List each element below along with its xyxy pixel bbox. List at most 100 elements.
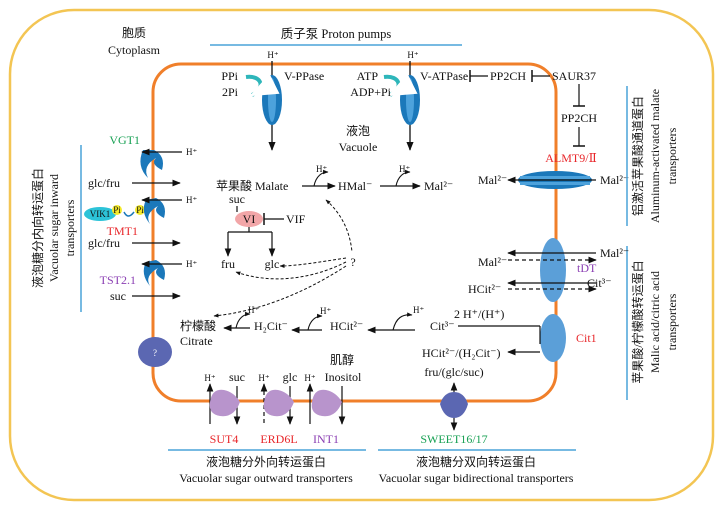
two-pi-label: 2Pi: [222, 85, 239, 99]
vacuole-label-en: Vacuole: [339, 140, 378, 154]
vif-label: VIF: [286, 212, 306, 226]
vatpase-atp-arrow: [383, 73, 418, 97]
vi-enzyme: [235, 211, 263, 227]
adp-label: ADP+Pi: [350, 85, 391, 99]
svg-text:H⁺: H⁺: [248, 305, 259, 315]
vgt1-label: VGT1: [109, 133, 140, 147]
cell-outline: [8, 8, 715, 502]
cit3-label: Cit³⁻: [430, 319, 455, 333]
inward-title-en2: transporters: [63, 199, 77, 256]
cit1-label: Cit1: [576, 331, 597, 345]
bidirectional-title-en: Vacuolar sugar bidirectional transporter…: [379, 471, 574, 485]
citrate-zh-label: 柠檬酸: [180, 318, 216, 333]
svg-text:H⁺: H⁺: [399, 164, 410, 174]
glc-label: glc: [265, 257, 280, 271]
almt-title-en1: Aluminum-activated malate: [648, 89, 662, 223]
hcit-label: HCit²⁻: [330, 319, 363, 333]
malate-label: 苹果酸 Malate: [216, 178, 288, 193]
vgt1-proton: H⁺: [186, 147, 197, 157]
fru-label: fru: [221, 257, 235, 271]
vppase-label: V-PPase: [284, 69, 324, 83]
tmt1-proton: H⁺: [186, 195, 197, 205]
sut4-proton: H⁺: [204, 373, 215, 383]
bidirectional-title-zh: 液泡糖分双向转运蛋白: [416, 454, 536, 469]
erd6l-label: ERD6L: [260, 432, 297, 446]
svg-text:Pi: Pi: [136, 205, 144, 215]
sut4-suc: suc: [229, 370, 245, 384]
unknown-node: ?: [350, 255, 355, 269]
hcit-h2cit-label: HCit²⁻/(H₂Cit⁻): [422, 346, 500, 360]
h2cit-label: H₂Cit⁻: [254, 319, 288, 333]
citrate-en-label: Citrate: [180, 334, 213, 348]
sweet-sugar-label: fru/(glc/suc): [424, 365, 483, 379]
int1-proton: H⁺: [304, 373, 315, 383]
almt-mal-left: Mal²⁻: [478, 173, 507, 187]
sut4-transporter: [209, 389, 240, 417]
malic-citric-title-zh: 苹果酸/柠檬酸转运蛋白: [630, 260, 645, 383]
unknown-transporter: [138, 337, 172, 367]
vi-suc-label: suc: [229, 192, 245, 206]
vik1-kinase: [84, 207, 116, 221]
outward-title-zh: 液泡糖分外向转运蛋白: [206, 454, 326, 469]
vi-label: VI: [243, 212, 256, 226]
tmt1-label: TMT1: [107, 224, 138, 238]
almt-title-en2: transporters: [665, 127, 679, 184]
tst21-suc-label: suc: [110, 289, 126, 303]
tdt-mal-right: Mal²⁻: [600, 246, 629, 260]
outward-title-en: Vacuolar sugar outward transporters: [179, 471, 353, 485]
ppi-label: PPi: [221, 69, 238, 83]
pp2ch-bottom-label: PP2CH: [561, 111, 597, 125]
unknown-to-citrate-dashed: [213, 265, 347, 318]
vacuole-membrane: [151, 62, 558, 403]
unknown-to-glc-dashed: [279, 257, 347, 268]
two-h-label: 2 H⁺/(H⁺): [454, 307, 504, 321]
hmal-label: HMal⁻: [338, 179, 372, 193]
tmt1-sugar-label: glc/fru: [88, 236, 120, 250]
tdt-label: tDT: [577, 261, 597, 275]
proton-pumps-title: 质子泵 Proton pumps: [281, 27, 392, 41]
cit1-transporter: [540, 314, 566, 362]
int1-label: INT1: [313, 432, 339, 446]
sut4-label: SUT4: [210, 432, 239, 446]
erd6l-proton: H⁺: [258, 373, 269, 383]
mal-label-center: Mal²⁻: [424, 179, 453, 193]
tdt-hcit-label: HCit²⁻: [468, 282, 501, 296]
vppase-ppi-arrow: [245, 73, 280, 97]
svg-text:Pi: Pi: [113, 205, 121, 215]
erd6l-transporter: [263, 389, 294, 417]
almt9-label: ALMT9/Ⅱ: [545, 151, 597, 165]
sweet-transporter: [440, 392, 468, 418]
inward-title-zh: 液泡糖分内向转运蛋白: [30, 168, 45, 288]
inositol-zh-label: 肌醇: [330, 352, 354, 367]
inward-title-en1: Vacuolar sugar inward: [47, 174, 61, 282]
vatpase-proton: H⁺: [407, 50, 418, 60]
almt-title-zh: 铝激活苹果酸通道蛋白: [630, 96, 645, 216]
saur37-label: SAUR37: [552, 69, 596, 83]
sweet-label: SWEET16/17: [420, 432, 487, 446]
pi-marker-right: [135, 205, 145, 215]
vacuole-label-zh: 液泡: [346, 123, 370, 138]
tst21-proton: H⁺: [186, 259, 197, 269]
svg-text:H⁺: H⁺: [320, 306, 331, 316]
malic-citric-title-en2: transporters: [665, 293, 679, 350]
vik1-label: VIK1: [90, 209, 111, 219]
cytoplasm-label-zh: 胞质: [122, 26, 146, 40]
tmt1-transporter: [143, 198, 165, 224]
unknown-transporter-label: ?: [153, 348, 157, 358]
almt-mal-right: Mal²⁻: [600, 173, 629, 187]
vgt1-sugar-label: glc/fru: [88, 176, 120, 190]
svg-text:H⁺: H⁺: [413, 305, 424, 315]
int1-transporter: [311, 389, 342, 417]
pp2ch-top-label: PP2CH: [490, 69, 526, 83]
malate-unknown-dashed: [325, 199, 353, 253]
vatpase-label: V-ATPase: [420, 69, 468, 83]
pi-marker-left: [112, 205, 122, 215]
tdt-transporter: [540, 238, 566, 302]
tdt-mal-left: Mal²⁻: [478, 255, 507, 269]
unknown-to-fru-dashed: [235, 261, 347, 280]
inositol-en-label: Inositol: [325, 370, 362, 384]
svg-text:H⁺: H⁺: [316, 164, 327, 174]
tst21-label: TST2.1: [100, 273, 136, 287]
